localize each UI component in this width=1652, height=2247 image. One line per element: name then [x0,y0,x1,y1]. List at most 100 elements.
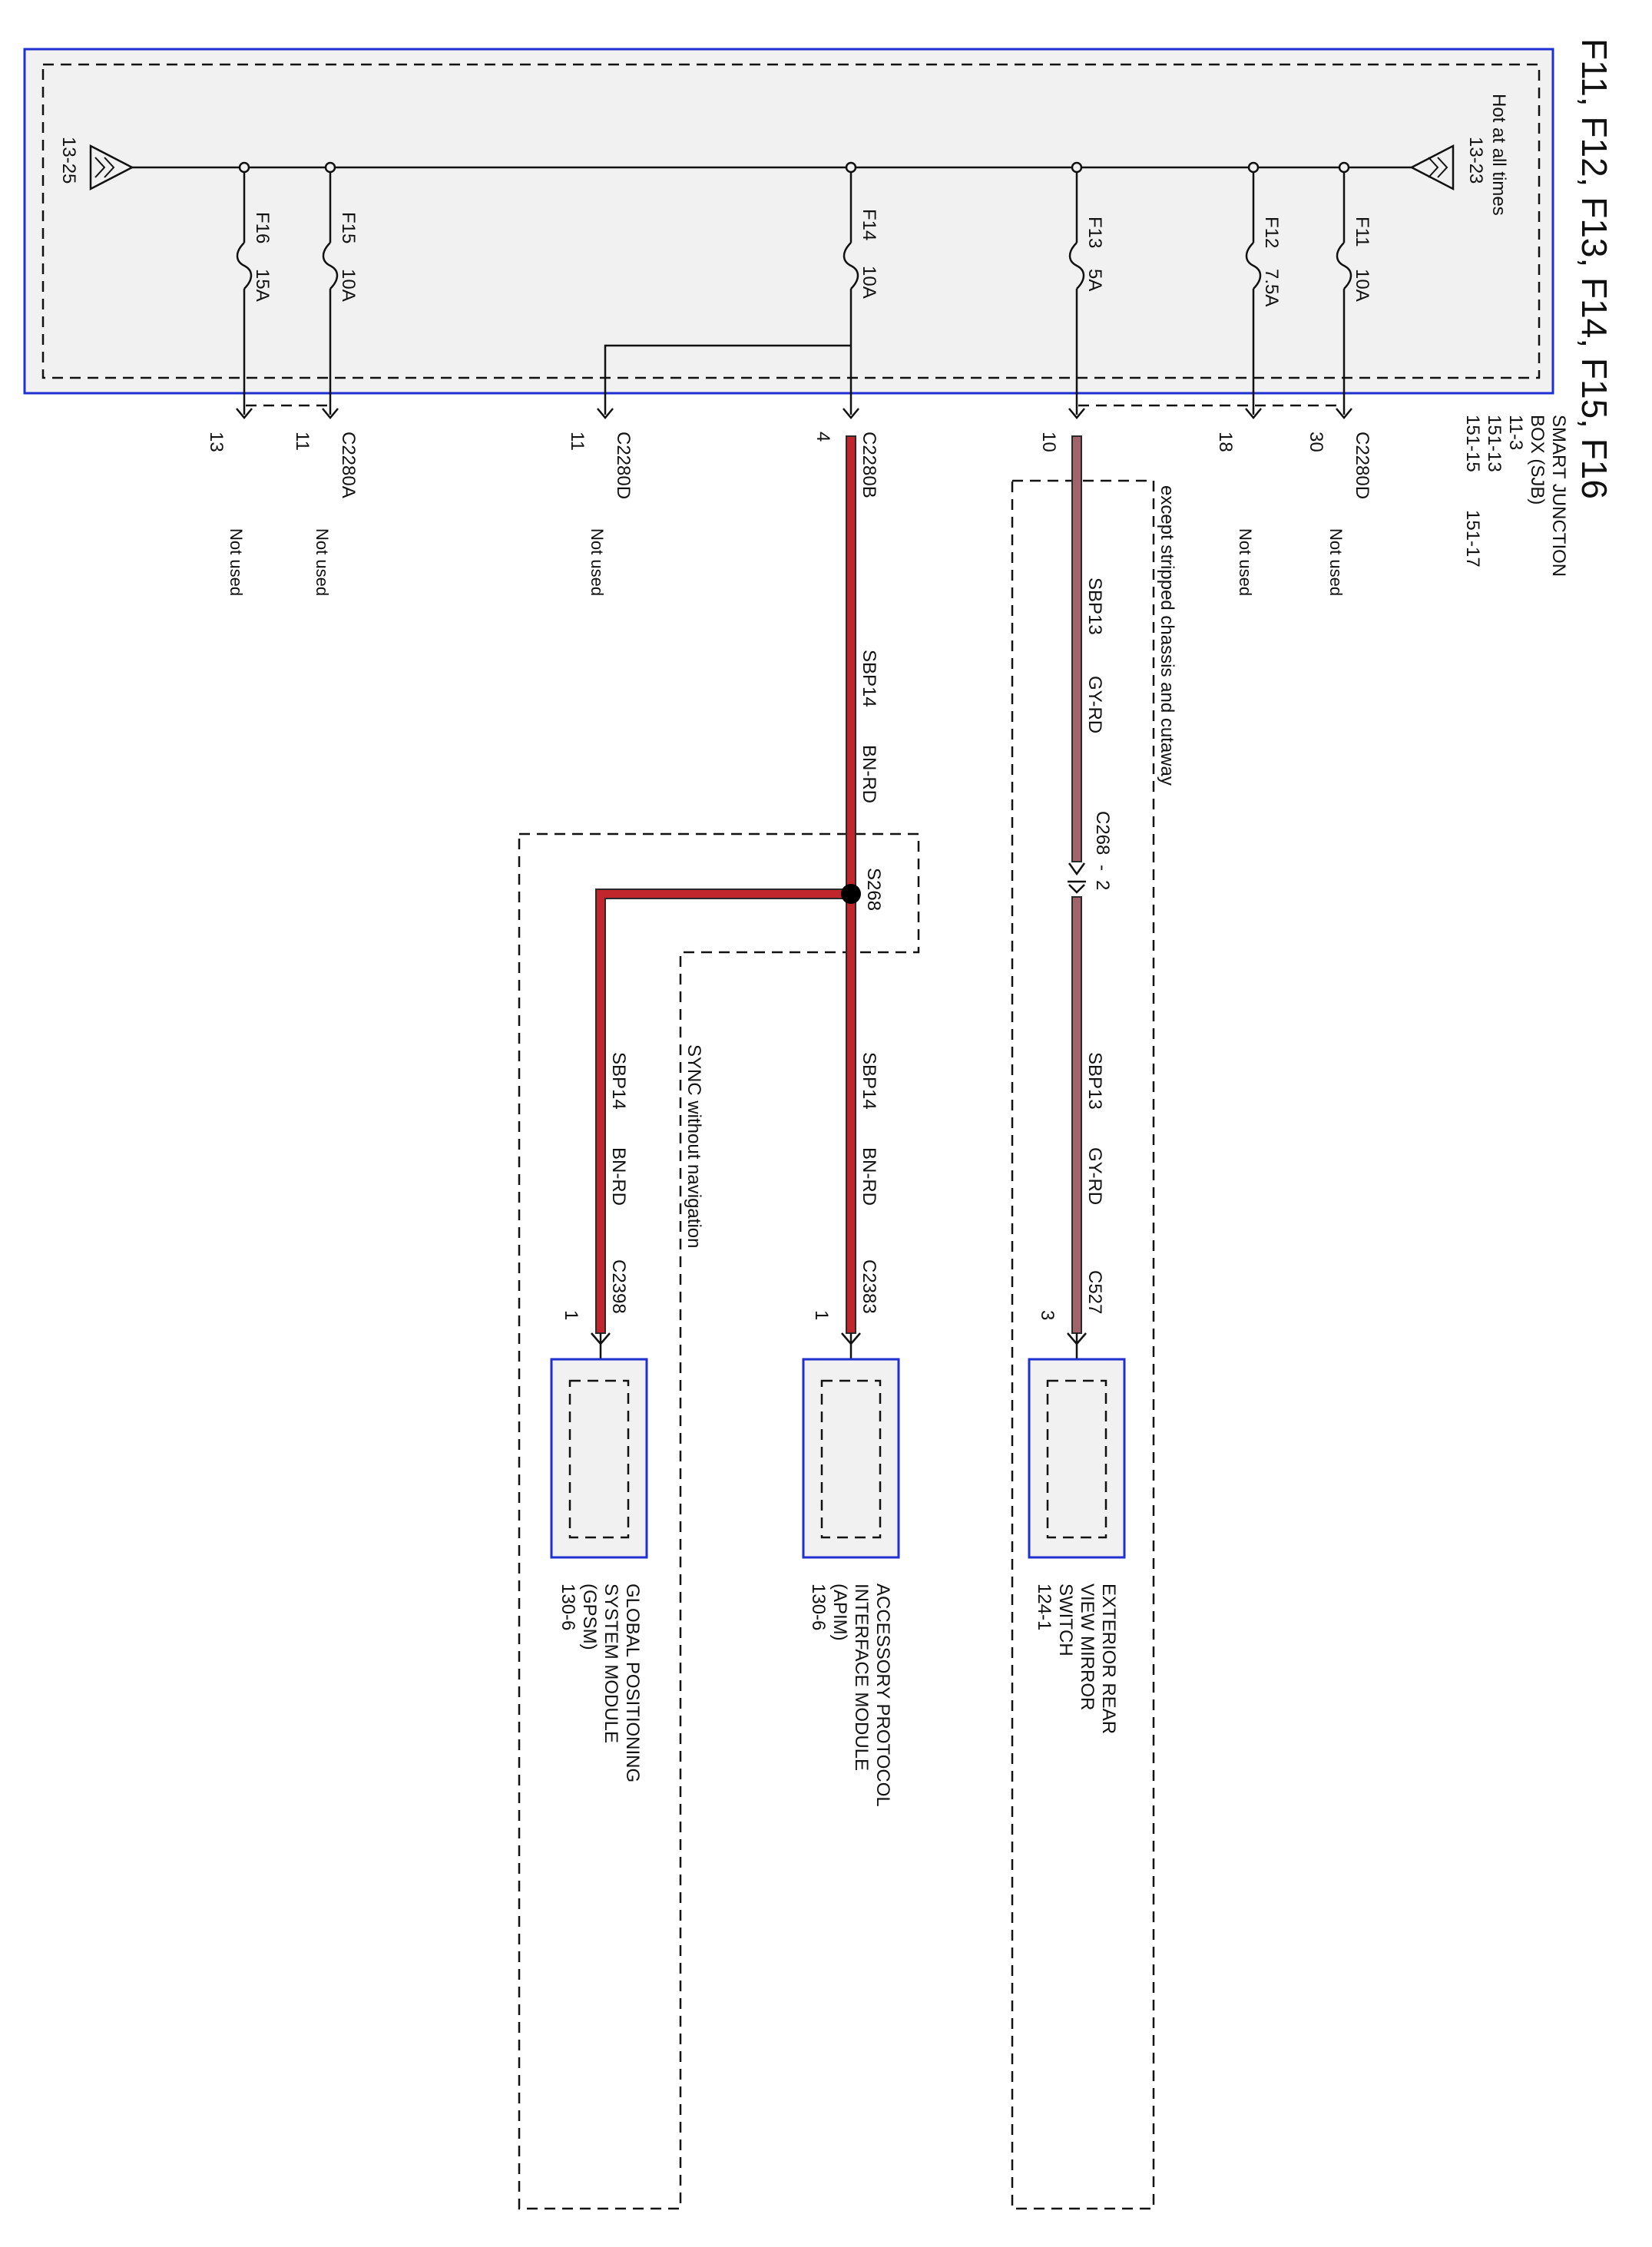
wire-circuit-branch: SBP14 [608,1052,629,1110]
splice-s268: S268 SBP14 BN-RD [591,868,884,1388]
fuse-connector: C2280A [338,432,359,498]
option-box-except [1011,479,1155,2210]
fuse-status: Not used [1326,528,1346,596]
component-name-line3: (APIM) [829,1583,850,1641]
component-name-line2: SYSTEM MODULE [601,1583,621,1743]
component-pin: 1 [811,1310,832,1320]
component-ref: 130-6 [558,1583,578,1630]
bus-tap-node [238,161,250,174]
component-pin: 3 [1037,1310,1058,1320]
wire-segment [595,889,852,1334]
fuse-f11: F11 10A C2280D 30 Not used [1306,161,1372,596]
fuse-name: F14 [859,209,879,240]
fuse-f14: F14 10A C2280B 4 C2280D 11 Not used [567,161,879,596]
bus-in-arrow-icon [1409,144,1455,191]
bus-out-ref: 13-25 [58,137,79,184]
fuse-pin: 11 [292,432,313,451]
fuse-connector: C2280D [1352,432,1372,499]
component-name-line1: ACCESSORY PROTOCOL [872,1583,893,1807]
fuse-name: F11 [1352,217,1372,247]
fuse-pin: 30 [1306,432,1326,452]
inline-connector: C268 [1092,811,1113,855]
wire-color-upper: BN-RD [859,745,879,803]
sjb-label: SMART JUNCTION BOX (SJB) 11-3 151-13 151… [1462,415,1569,577]
splice-label: S268 [863,868,884,911]
sjb-inner-dashed [41,63,1541,379]
bus-in-ref: 13-23 [1465,137,1486,184]
fuse-rating: 5A [1084,269,1105,291]
fuse-f15: F15 10A C2280A 11 Not used [292,161,359,596]
bus-out-arrow-icon [89,144,134,191]
component-connector: C2398 [608,1259,629,1314]
component-name-line3: (GPSM) [579,1583,600,1650]
fuse-name: F16 [252,212,273,243]
branch-status: Not used [588,528,607,596]
connector-arrow-icon [1245,408,1262,419]
bus-tap-node [1247,161,1260,174]
component-name-line2: VIEW MIRROR [1077,1583,1097,1710]
connector-arrow-icon [597,408,614,419]
sjb-name-line2: BOX (SJB) [1527,415,1548,505]
sjb-ref3: 151-15 [1462,415,1483,472]
fuse-status: Not used [227,528,246,596]
wire-color-upper: GY-RD [1084,676,1105,733]
bus-tap-node [845,161,857,174]
component-name-line1: EXTERIOR REAR [1098,1583,1119,1734]
fuse-icon [1336,242,1352,290]
fuse-pin: 18 [1215,432,1236,452]
component-connector: C527 [1084,1270,1105,1314]
fuse-icon [843,242,859,290]
fuse-f13: F13 5A 10 [1038,161,1105,452]
wire-sbp13: SBP13 GY-RD C268 - 2 SBP13 GY-RD [1067,435,1113,1388]
wire-segment [1071,896,1082,1334]
fuse-name: F15 [338,212,359,243]
bus-tap-node [324,161,336,174]
fuse-rating: 10A [1352,269,1372,302]
wire-color-branch: BN-RD [608,1147,629,1206]
wire-color-lower: GY-RD [1084,1147,1105,1205]
component-gpsm: C2398 1 GLOBAL POSITIONING SYSTEM MODULE… [550,1259,648,1782]
inline-dash: - [1092,865,1113,871]
component-box [802,1358,900,1559]
fuse-icon [322,242,339,290]
wire-circuit-lower: SBP14 [859,1052,879,1110]
component-connector: C2383 [859,1259,879,1314]
wire-sbp14: SBP14 BN-RD SBP14 BN-RD [841,435,879,1388]
splice-node [841,884,861,904]
fuse-rating: 15A [252,269,273,302]
inline-connector-arrow-icon [1068,884,1085,894]
fuse-status: Not used [1236,528,1255,596]
option-label-except: except stripped chassis and cutaway [1157,485,1177,786]
fuse-rating: 10A [859,266,879,299]
fuse-connector: C2280B [859,432,879,498]
sjb-name-line1: SMART JUNCTION [1548,415,1569,577]
connector-arrow-icon [322,408,339,419]
wire-circuit-lower: SBP13 [1084,1052,1105,1110]
component-name-line1: GLOBAL POSITIONING [622,1583,643,1782]
component-box [1028,1358,1126,1559]
fuse-status: Not used [313,528,332,596]
component-mirror-switch: C527 3 EXTERIOR REAR VIEW MIRROR SWITCH … [1028,1270,1126,1734]
wire-color-lower: BN-RD [859,1147,879,1206]
fuse-f12: F12 7.5A 18 Not used [1215,161,1282,596]
fuse-icon [1245,242,1262,290]
fuse-group: F11 10A C2280D 30 Not used F12 7.5A 18 N… [206,161,1372,596]
fuse-name: F12 [1261,217,1282,248]
sjb-frame [23,48,1554,395]
component-apim: C2383 1 ACCESSORY PROTOCOL INTERFACE MOD… [802,1259,900,1807]
fuse-icon [236,242,253,290]
sjb-ref1: 11-3 [1505,415,1526,450]
connector-arrow-icon [236,408,253,419]
component-name-line2: INTERFACE MODULE [851,1583,872,1771]
fuse-name: F13 [1084,217,1105,248]
inline-connector-arrow-icon [1068,862,1086,876]
fuse-rating: 7.5A [1261,269,1282,306]
page-title: F11, F12, F13, F14, F15, F16 [1574,38,1614,499]
sjb-ref4: 151-17 [1462,510,1483,568]
wire-circuit-upper: SBP14 [859,650,879,707]
component-ref: 130-6 [808,1583,829,1630]
fuse-f16: F16 15A 13 Not used [206,161,273,596]
sjb-ref2: 151-13 [1484,415,1505,472]
branch-pin: 11 [567,432,588,451]
wire-circuit-upper: SBP13 [1084,577,1105,635]
